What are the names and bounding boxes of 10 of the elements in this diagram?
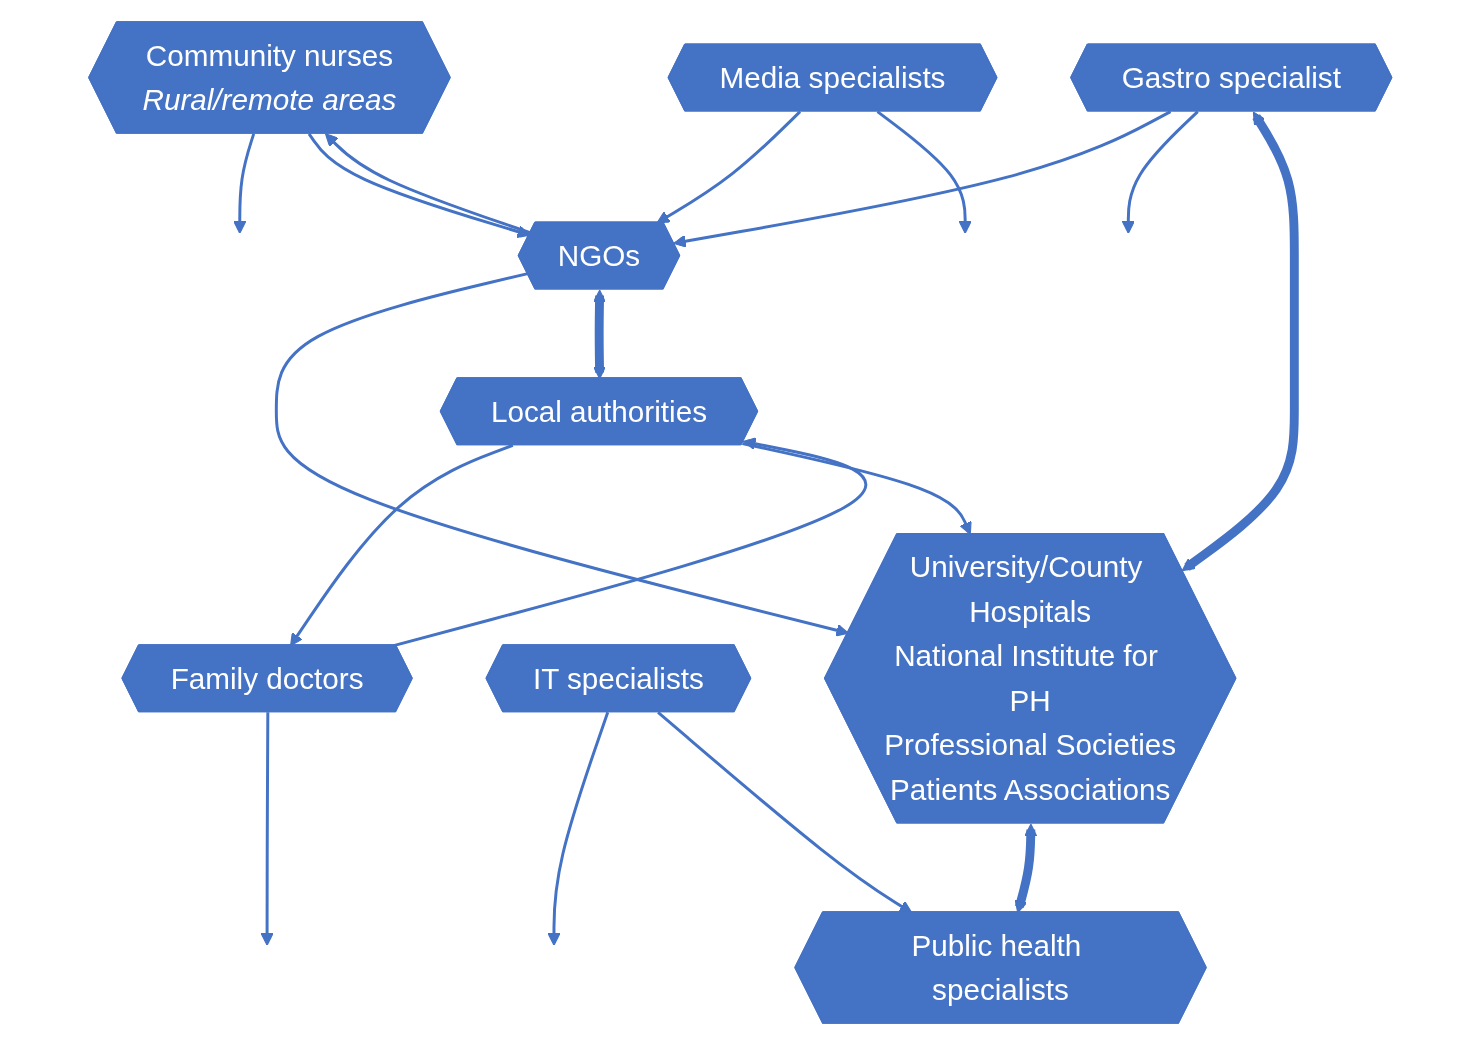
arrow (393, 437, 867, 648)
arrow (233, 133, 256, 234)
arrow (742, 442, 972, 535)
arrow (547, 711, 610, 946)
arrow (1181, 111, 1299, 572)
arrow (673, 110, 1172, 248)
arrow (1122, 110, 1199, 234)
arrow (260, 712, 274, 946)
arrow (656, 110, 802, 224)
arrow (876, 110, 972, 234)
